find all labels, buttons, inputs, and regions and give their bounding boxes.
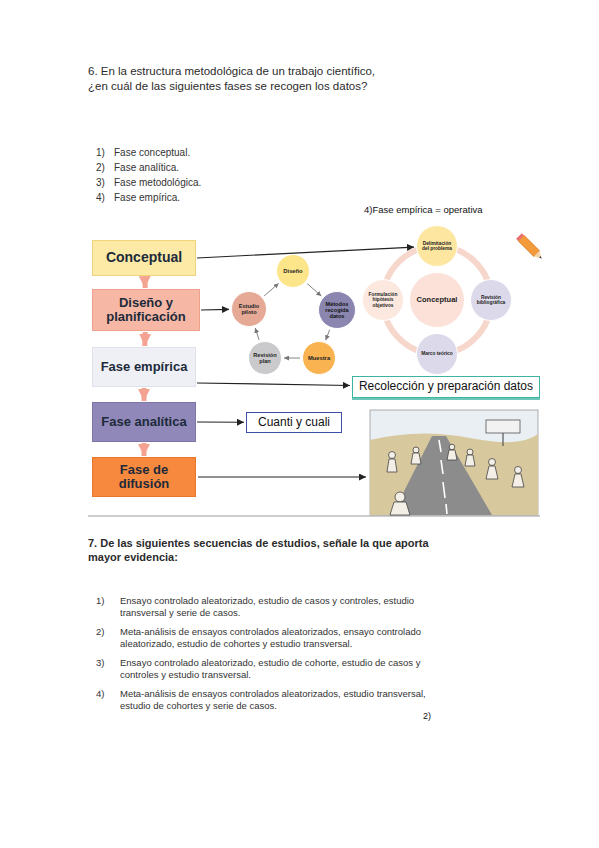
connector-arrow (197, 383, 350, 385)
road-cartoon (370, 410, 538, 515)
node-label: Formulación hipótesis objetivos (365, 292, 401, 308)
node-label: Conceptual (413, 296, 461, 304)
connector-arrow (197, 421, 244, 422)
teal-rule (352, 398, 540, 400)
node-label: Métodos recogida datos (321, 301, 354, 319)
diagram-panel (88, 228, 540, 516)
node-label: Diseño (278, 268, 307, 274)
node-label: Conceptual (106, 250, 182, 265)
circle-outline (249, 342, 282, 375)
cycle-circle: Muestra (302, 341, 336, 375)
node-label: Revisión plan (250, 352, 279, 364)
connector-arrow (255, 328, 259, 340)
connector-arrow (326, 330, 330, 341)
connector-arrow (197, 247, 414, 258)
circle-outline (410, 273, 465, 328)
phase-box: Diseño y planificación (92, 289, 200, 331)
circle-outline (417, 334, 458, 375)
phase-box: Fase analítica (92, 402, 196, 442)
phase-arrow (142, 388, 147, 401)
question-text: 4)Fase empírica = operativa (364, 204, 544, 216)
option-number: 4) (96, 191, 114, 204)
pencil-icon (516, 233, 544, 261)
difusion-arrow (198, 476, 366, 477)
phase-box: Fase empírica (92, 347, 196, 387)
connector-arrow (284, 358, 300, 359)
question-text: Fase empírica. (114, 191, 314, 204)
option-number: 3) (96, 176, 114, 189)
circle-outline (471, 280, 512, 321)
question-text: Ensayo controlado aleatorizado, estudio … (120, 595, 438, 620)
phase-box: Conceptual (92, 240, 196, 276)
ring-circle: Revisión bibliográfica (470, 279, 512, 321)
ring-circle: Formulación hipótesis objetivos (362, 279, 404, 321)
circle-outline (417, 226, 458, 267)
node-label: Fase analítica (101, 415, 186, 429)
question-text: Ensayo controlado aleatorizado, estudio … (120, 657, 438, 682)
question-text: Fase conceptual. (114, 146, 314, 159)
phase-arrow (142, 277, 147, 288)
circle-outline (277, 255, 310, 288)
node-label: Cuanti y cuali (258, 416, 330, 429)
question-text: Meta-análisis de ensayos controlados ale… (120, 688, 438, 713)
node-label: Delimitación del problema (419, 241, 455, 251)
option-number: 3) (96, 657, 116, 669)
phase-arrow (142, 332, 147, 346)
connector-arrow (307, 284, 321, 296)
note-box: Recolección y preparación datos (352, 376, 540, 398)
cycle-circle: Estudio piloto (231, 291, 267, 327)
phase-box: Fase de difusión (92, 457, 196, 497)
circle-outline (232, 292, 267, 327)
circle-outline (363, 280, 404, 321)
node-label: Diseño y planificación (99, 296, 193, 325)
question-text: Fase analítica. (114, 161, 314, 174)
panel-bottom-line (88, 515, 540, 517)
option-number: 1) (96, 146, 114, 159)
connector-arrow (264, 283, 278, 296)
node-label: Recolección y preparación datos (359, 380, 533, 393)
ring-circle: Delimitación del problema (416, 225, 458, 267)
option-number: 2) (96, 161, 114, 174)
node-label: Revisión bibliográfica (473, 295, 509, 305)
option-number: 2) (96, 626, 116, 638)
node-label: Marco teórico (419, 351, 455, 356)
phase-arrow (142, 443, 147, 456)
cycle-circle: Revisión plan (248, 341, 282, 375)
node-label: Fase de difusión (99, 463, 189, 492)
note-box: Cuanti y cuali (246, 412, 342, 433)
option-number: 2) (423, 711, 443, 723)
circle-outline (319, 292, 356, 329)
connector-arrow (201, 309, 229, 311)
ring-circle: Marco teórico (416, 333, 458, 375)
option-number: 1) (96, 595, 116, 607)
circle-outline (303, 342, 336, 375)
cycle-circle: Métodos recogida datos (318, 291, 356, 329)
node-label: Fase empírica (101, 360, 188, 374)
question-text: 7. De las siguientes secuencias de estud… (88, 536, 433, 565)
cycle-circle: Diseño (276, 254, 310, 288)
option-number: 4) (96, 688, 116, 700)
question-text: 6. En la estructura metodológica de un t… (88, 64, 378, 94)
question-text: Fase metodológica. (114, 176, 314, 189)
node-label: Estudio piloto (234, 303, 265, 315)
question-text: Meta-análisis de ensayos controlados ale… (120, 626, 438, 651)
node-label: Muestra (304, 355, 333, 361)
center-circle: Conceptual (409, 272, 465, 328)
